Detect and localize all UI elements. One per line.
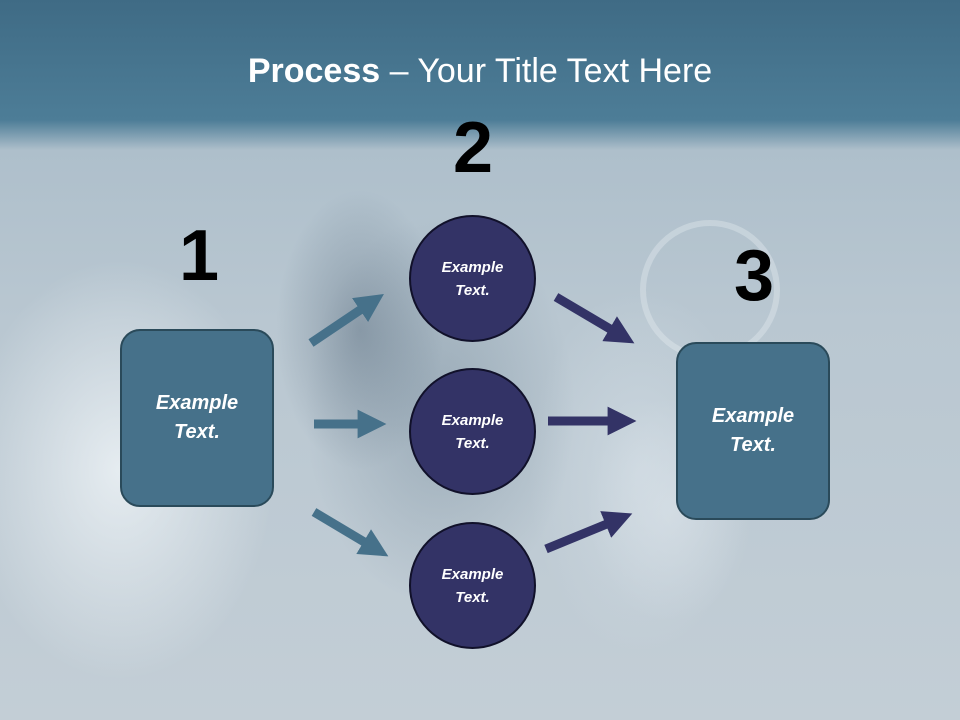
step-2-circle-3: Example Text. [409,522,536,649]
step-number-1: 1 [178,216,220,296]
title-rest: – Your Title Text Here [380,52,713,90]
step-2-circle-2: Example Text. [409,368,536,495]
step-number-2: 2 [452,108,494,188]
step-number-3: 3 [733,236,775,316]
step-2-circle-1: Example Text. [409,215,536,342]
step-3-box: Example Text. [676,342,830,520]
slide-title: Process – Your Title Text Here [0,52,960,91]
arrow-2c-to-3 [544,511,633,554]
step-2-circle-3-text: Example Text. [441,565,504,606]
arrow-1-to-2c [311,508,389,557]
title-bold: Process [247,52,381,90]
step-2-circle-1-text: Example Text. [441,258,504,299]
arrow-1-to-2a [308,293,384,347]
step-1-box-text: Example Text. [155,392,239,443]
step-2-circle-2-text: Example Text. [441,411,504,452]
arrow-2a-to-3 [553,293,635,344]
step-3-box-text: Example Text. [711,405,795,456]
step-1-box: Example Text. [120,329,274,507]
